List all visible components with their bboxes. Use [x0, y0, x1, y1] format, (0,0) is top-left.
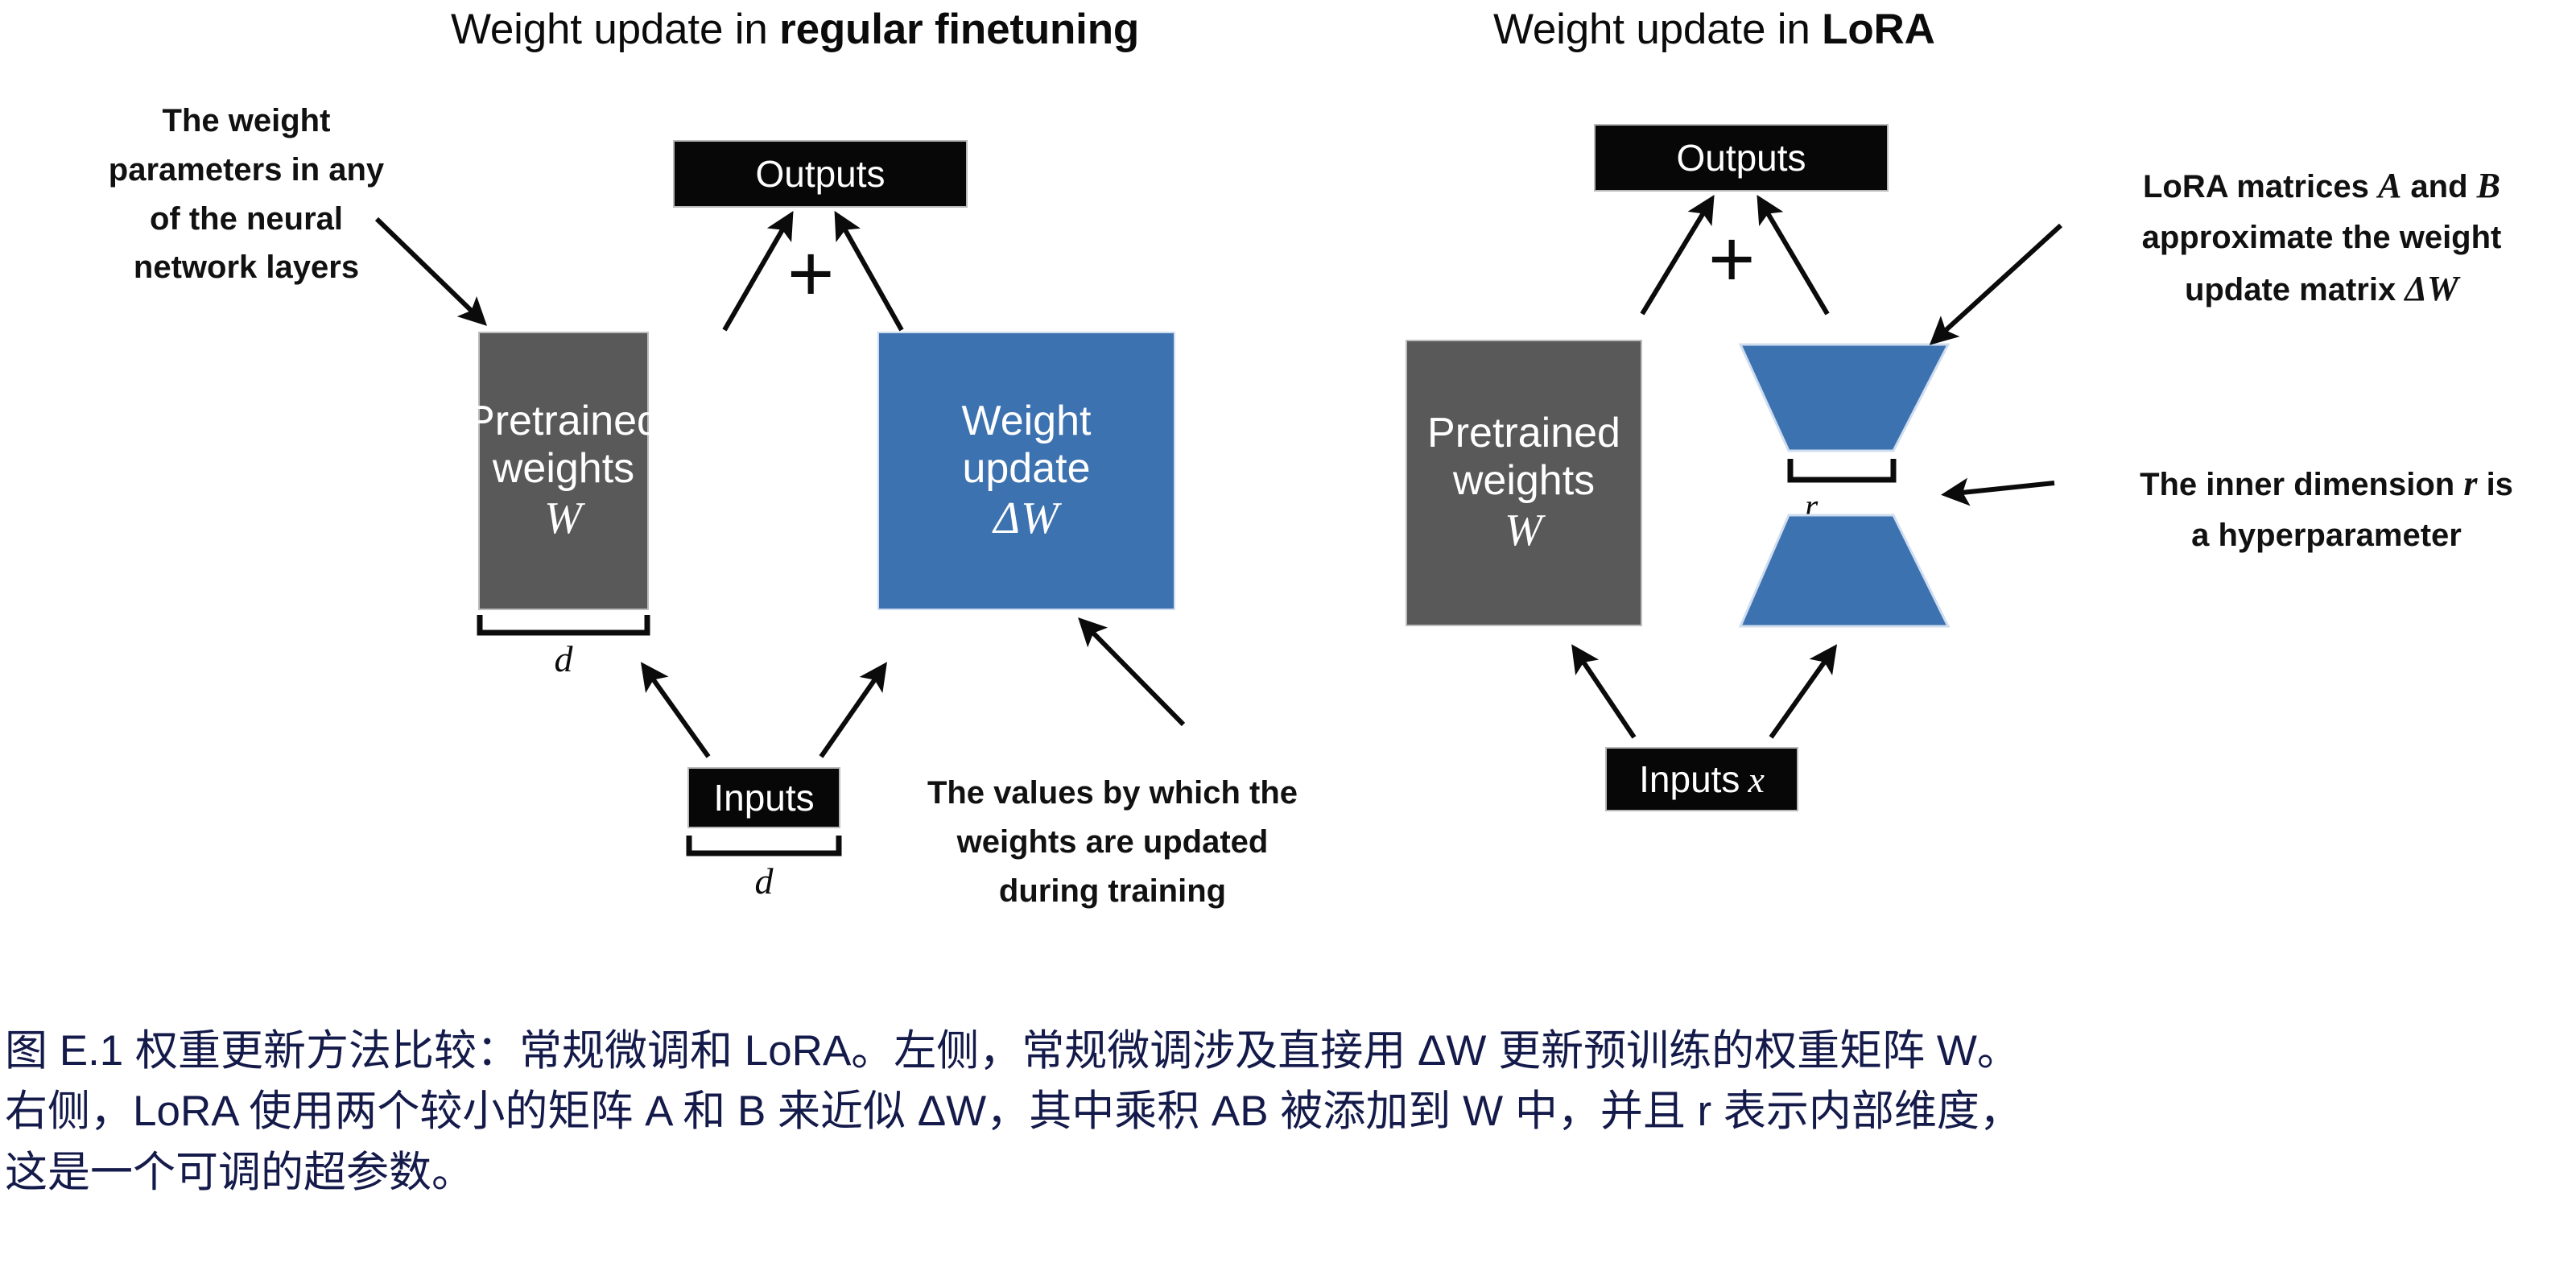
pretrained-weights-box-regular-line-1: Pretrained: [467, 398, 660, 445]
outputs-box-regular: Outputs: [675, 142, 966, 206]
pretrained-weights-box-regular: Pretrained weights W: [467, 333, 660, 609]
annotation-values-updated-line-2: weights are updated: [956, 823, 1269, 860]
annotation-inner-dimension-line-2: a hyperparameter: [2191, 517, 2462, 553]
outputs-box-regular-label: Outputs: [755, 153, 886, 195]
matrix-a-label-glyph: A: [1796, 542, 1827, 596]
annotation-weight-parameters-line-3: of the neural: [149, 200, 344, 237]
arrow-inputs-to-pretrained-lora: [1571, 644, 1637, 739]
bracket-d-bottom: [686, 836, 842, 856]
annotation-lora-matrices-symbol-a: A: [2377, 166, 2402, 205]
pretrained-weights-box-lora-symbol: W: [1505, 505, 1543, 555]
annotation-inner-dimension-text-a: The inner dimension: [2140, 467, 2464, 502]
annotation-weight-parameters-line-4: network layers: [133, 250, 360, 286]
plus-icon-lora-glyph: +: [1708, 214, 1756, 304]
dimension-label-d-bottom-glyph: d: [754, 860, 774, 902]
figure-caption: 图 E.1 权重更新方法比较：常规微调和 LoRA。左侧，常规微调涉及直接用 Δ…: [5, 1027, 2022, 1196]
plus-icon-regular-glyph: +: [787, 229, 835, 319]
plus-icon-regular: +: [787, 233, 834, 314]
arrow-annotation-to-rank: [1941, 477, 2055, 506]
dimension-label-d-top-glyph: d: [554, 638, 573, 679]
annotation-weight-parameters: The weight parameters in any of the neur…: [77, 97, 415, 292]
annotation-values-updated: The values by which the weights are upda…: [903, 769, 1322, 915]
pretrained-weights-box-lora: Pretrained weights W: [1407, 341, 1641, 625]
pretrained-weights-box-regular-symbol: W: [544, 493, 583, 543]
outputs-box-lora: Outputs: [1596, 126, 1887, 190]
weight-update-box-regular-line-2: update: [962, 444, 1091, 492]
bracket-d-top: [477, 615, 650, 636]
annotation-lora-matrices-line-3: update matrix ΔW: [2096, 262, 2547, 316]
bracket-r: [1787, 459, 1897, 483]
pretrained-weights-box-lora-line-2: weights: [1452, 456, 1596, 504]
inputs-box-regular: Inputs: [689, 769, 839, 827]
arrow-update-to-outputs: [834, 210, 904, 332]
annotation-lora-matrices-symbol-dw: ΔW: [2405, 268, 2459, 308]
arrow-lora-to-outputs: [1757, 194, 1830, 316]
panel-title-regular-prefix: Weight update in: [451, 6, 780, 53]
arrow-annotation-to-matrix-b: [1929, 223, 2063, 345]
annotation-values-updated-line-1: The values by which the: [927, 775, 1298, 811]
arrow-inputs-to-pretrained: [640, 662, 711, 758]
dimension-label-d-top: d: [480, 638, 647, 680]
annotation-lora-matrices-line-3-text: update matrix: [2184, 271, 2405, 307]
panel-title-lora: Weight update in LoRA: [1493, 5, 1935, 54]
weight-update-box-regular-symbol: ΔW: [993, 493, 1059, 543]
arrow-inputs-to-matrix-a: [1769, 644, 1838, 739]
pretrained-weights-box-lora-line-1: Pretrained: [1427, 410, 1620, 457]
annotation-values-updated-line-3: during training: [998, 873, 1227, 909]
inputs-box-regular-label: Inputs: [713, 777, 815, 819]
annotation-lora-matrices-line-1-text-a: LoRA matrices: [2143, 169, 2378, 204]
annotation-inner-dimension-text-b: is: [2477, 467, 2513, 502]
pretrained-weights-box-regular-line-2: weights: [492, 444, 635, 492]
matrix-a-label: A: [1747, 541, 1876, 598]
arrow-pretrained-to-outputs: [722, 210, 794, 332]
annotation-inner-dimension-symbol-r: r: [2463, 464, 2478, 503]
annotation-lora-matrices-symbol-b: B: [2476, 166, 2500, 205]
annotation-weight-parameters-line-1: The weight: [162, 103, 331, 138]
weight-update-box-regular-line-1: Weight: [961, 398, 1092, 445]
inputs-box-lora-label: Inputs: [1639, 758, 1740, 800]
annotation-weight-parameters-line-2: parameters in any: [108, 151, 385, 188]
panel-title-regular-emphasis: regular finetuning: [779, 6, 1140, 53]
annotation-lora-matrices-line-2: approximate the weight: [2141, 219, 2502, 255]
panel-title-regular-finetuning: Weight update in regular finetuning: [451, 5, 1139, 54]
arrow-pretrained-to-outputs-lora: [1640, 195, 1715, 316]
rank-label-r-glyph: r: [1804, 489, 1818, 526]
annotation-inner-dimension: The inner dimension r is a hyperparamete…: [2093, 457, 2560, 560]
rank-label-r: r: [1747, 488, 1876, 526]
annotation-inner-dimension-line-1: The inner dimension r is: [2093, 457, 2560, 511]
matrix-b-label-glyph: B: [1796, 355, 1827, 410]
panel-title-lora-emphasis: LoRA: [1822, 6, 1935, 53]
annotation-lora-matrices-line-1-text-b: and: [2401, 169, 2477, 204]
matrix-b-label: B: [1747, 354, 1876, 411]
annotation-lora-matrices-line-1: LoRA matrices A and B: [2096, 159, 2547, 213]
annotation-lora-matrices: LoRA matrices A and B approximate the we…: [2096, 159, 2547, 316]
plus-icon-lora: +: [1708, 219, 1755, 299]
weight-update-box-regular: Weight update ΔW: [879, 333, 1174, 609]
outputs-box-lora-label: Outputs: [1676, 137, 1806, 179]
arrow-annotation-to-update: [1078, 617, 1186, 727]
arrow-inputs-to-update: [819, 662, 888, 758]
dimension-label-d-bottom: d: [689, 860, 839, 902]
panel-title-lora-prefix: Weight update in: [1493, 6, 1823, 53]
inputs-box-lora-symbol: x: [1748, 758, 1765, 800]
